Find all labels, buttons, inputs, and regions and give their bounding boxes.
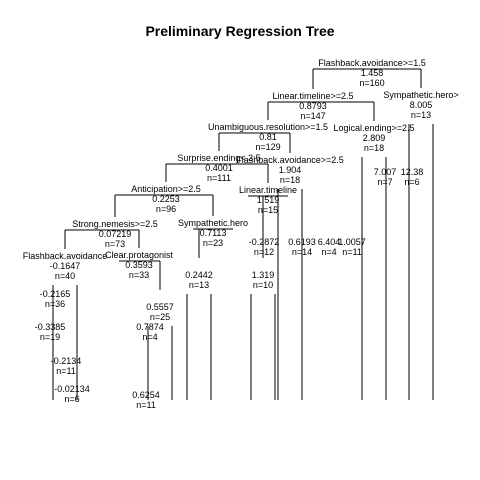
node-value: 2.809 bbox=[363, 133, 386, 143]
leaf-count: n=6 bbox=[64, 394, 79, 404]
node-value: 0.7113 bbox=[200, 228, 227, 238]
leaf-value: -0.2134 bbox=[51, 356, 82, 366]
split-label: Unambiguous.resolution>=1.5 bbox=[208, 122, 328, 132]
leaf-value: 1.0057 bbox=[338, 237, 366, 247]
node-value: 8.005 bbox=[410, 100, 433, 110]
leaf-count: n=19 bbox=[40, 332, 60, 342]
split-label: Linear.timeline bbox=[239, 185, 297, 195]
leaf-count: n=12 bbox=[254, 247, 274, 257]
leaf-count: n=7 bbox=[377, 177, 392, 187]
node-value: 1.458 bbox=[361, 68, 384, 78]
node-count: n=10 bbox=[253, 280, 273, 290]
leaf-value: 12.38 bbox=[401, 167, 424, 177]
node-value: 0.2442 bbox=[185, 270, 213, 280]
split-label: Surprise.ending< 3.5 bbox=[177, 153, 260, 163]
leaf-value: -0.2872 bbox=[249, 237, 280, 247]
leaf-value: 0.6193 bbox=[288, 237, 316, 247]
node-value: 1.904 bbox=[279, 165, 302, 175]
tree-labels: Flashback.avoidance>=1.51.458n=160Linear… bbox=[23, 58, 459, 410]
split-label: Flashback.avoidance>=1.5 bbox=[318, 58, 426, 68]
split-label: Flashback.avoidance bbox=[23, 251, 108, 261]
leaf-value: -0.2165 bbox=[40, 289, 71, 299]
leaf-count: n=11 bbox=[56, 366, 76, 376]
node-value: 0.81 bbox=[259, 132, 277, 142]
split-label: Strong.nemesis>=2.5 bbox=[72, 219, 158, 229]
leaf-value: 6.404 bbox=[318, 237, 341, 247]
leaf-count: n=11 bbox=[342, 247, 362, 257]
node-count: n=23 bbox=[203, 238, 223, 248]
split-label: Sympathetic.hero bbox=[178, 218, 248, 228]
split-label: Flashback.avoidance>=2.5 bbox=[236, 155, 344, 165]
leaf-value: -0.3385 bbox=[35, 322, 66, 332]
leaf-count: n=36 bbox=[45, 299, 65, 309]
leaf-value: 0.6254 bbox=[132, 390, 160, 400]
split-label: Anticipation>=2.5 bbox=[131, 184, 201, 194]
split-label: Clear.protagonist bbox=[105, 250, 174, 260]
node-value: 1.519 bbox=[257, 195, 280, 205]
node-value: 0.2253 bbox=[152, 194, 180, 204]
node-value: 0.3593 bbox=[125, 260, 153, 270]
tree-edges bbox=[52, 68, 434, 400]
node-count: n=18 bbox=[280, 175, 300, 185]
node-count: n=33 bbox=[129, 270, 149, 280]
node-count: n=147 bbox=[300, 111, 325, 121]
leaf-value: 0.7874 bbox=[136, 322, 164, 332]
leaf-count: n=11 bbox=[136, 400, 156, 410]
node-count: n=18 bbox=[364, 143, 384, 153]
split-label: Sympathetic.hero> bbox=[383, 90, 458, 100]
node-count: n=13 bbox=[189, 280, 209, 290]
leaf-value: 7.007 bbox=[374, 167, 397, 177]
leaf-count: n=14 bbox=[292, 247, 312, 257]
split-label: Logical.ending>=2.5 bbox=[333, 123, 414, 133]
node-count: n=96 bbox=[156, 204, 176, 214]
node-count: n=15 bbox=[258, 205, 278, 215]
node-value: 0.5557 bbox=[146, 302, 174, 312]
node-count: n=13 bbox=[411, 110, 431, 120]
leaf-count: n=4 bbox=[142, 332, 157, 342]
node-count: n=160 bbox=[359, 78, 384, 88]
node-count: n=111 bbox=[207, 173, 231, 183]
leaf-count: n=6 bbox=[404, 177, 419, 187]
node-value: -0.1647 bbox=[50, 261, 81, 271]
node-count: n=40 bbox=[55, 271, 75, 281]
split-label: Linear.timeline>=2.5 bbox=[272, 91, 353, 101]
node-value: 1.319 bbox=[252, 270, 275, 280]
node-value: 0.07219 bbox=[99, 229, 132, 239]
leaf-value: -0.02134 bbox=[54, 384, 90, 394]
node-value: 0.4001 bbox=[205, 163, 233, 173]
chart-title: Preliminary Regression Tree bbox=[145, 23, 334, 39]
node-count: n=73 bbox=[105, 239, 125, 249]
node-count: n=129 bbox=[255, 142, 280, 152]
leaf-count: n=4 bbox=[321, 247, 336, 257]
node-value: 0.8793 bbox=[299, 101, 327, 111]
node-count: n=25 bbox=[150, 312, 170, 322]
